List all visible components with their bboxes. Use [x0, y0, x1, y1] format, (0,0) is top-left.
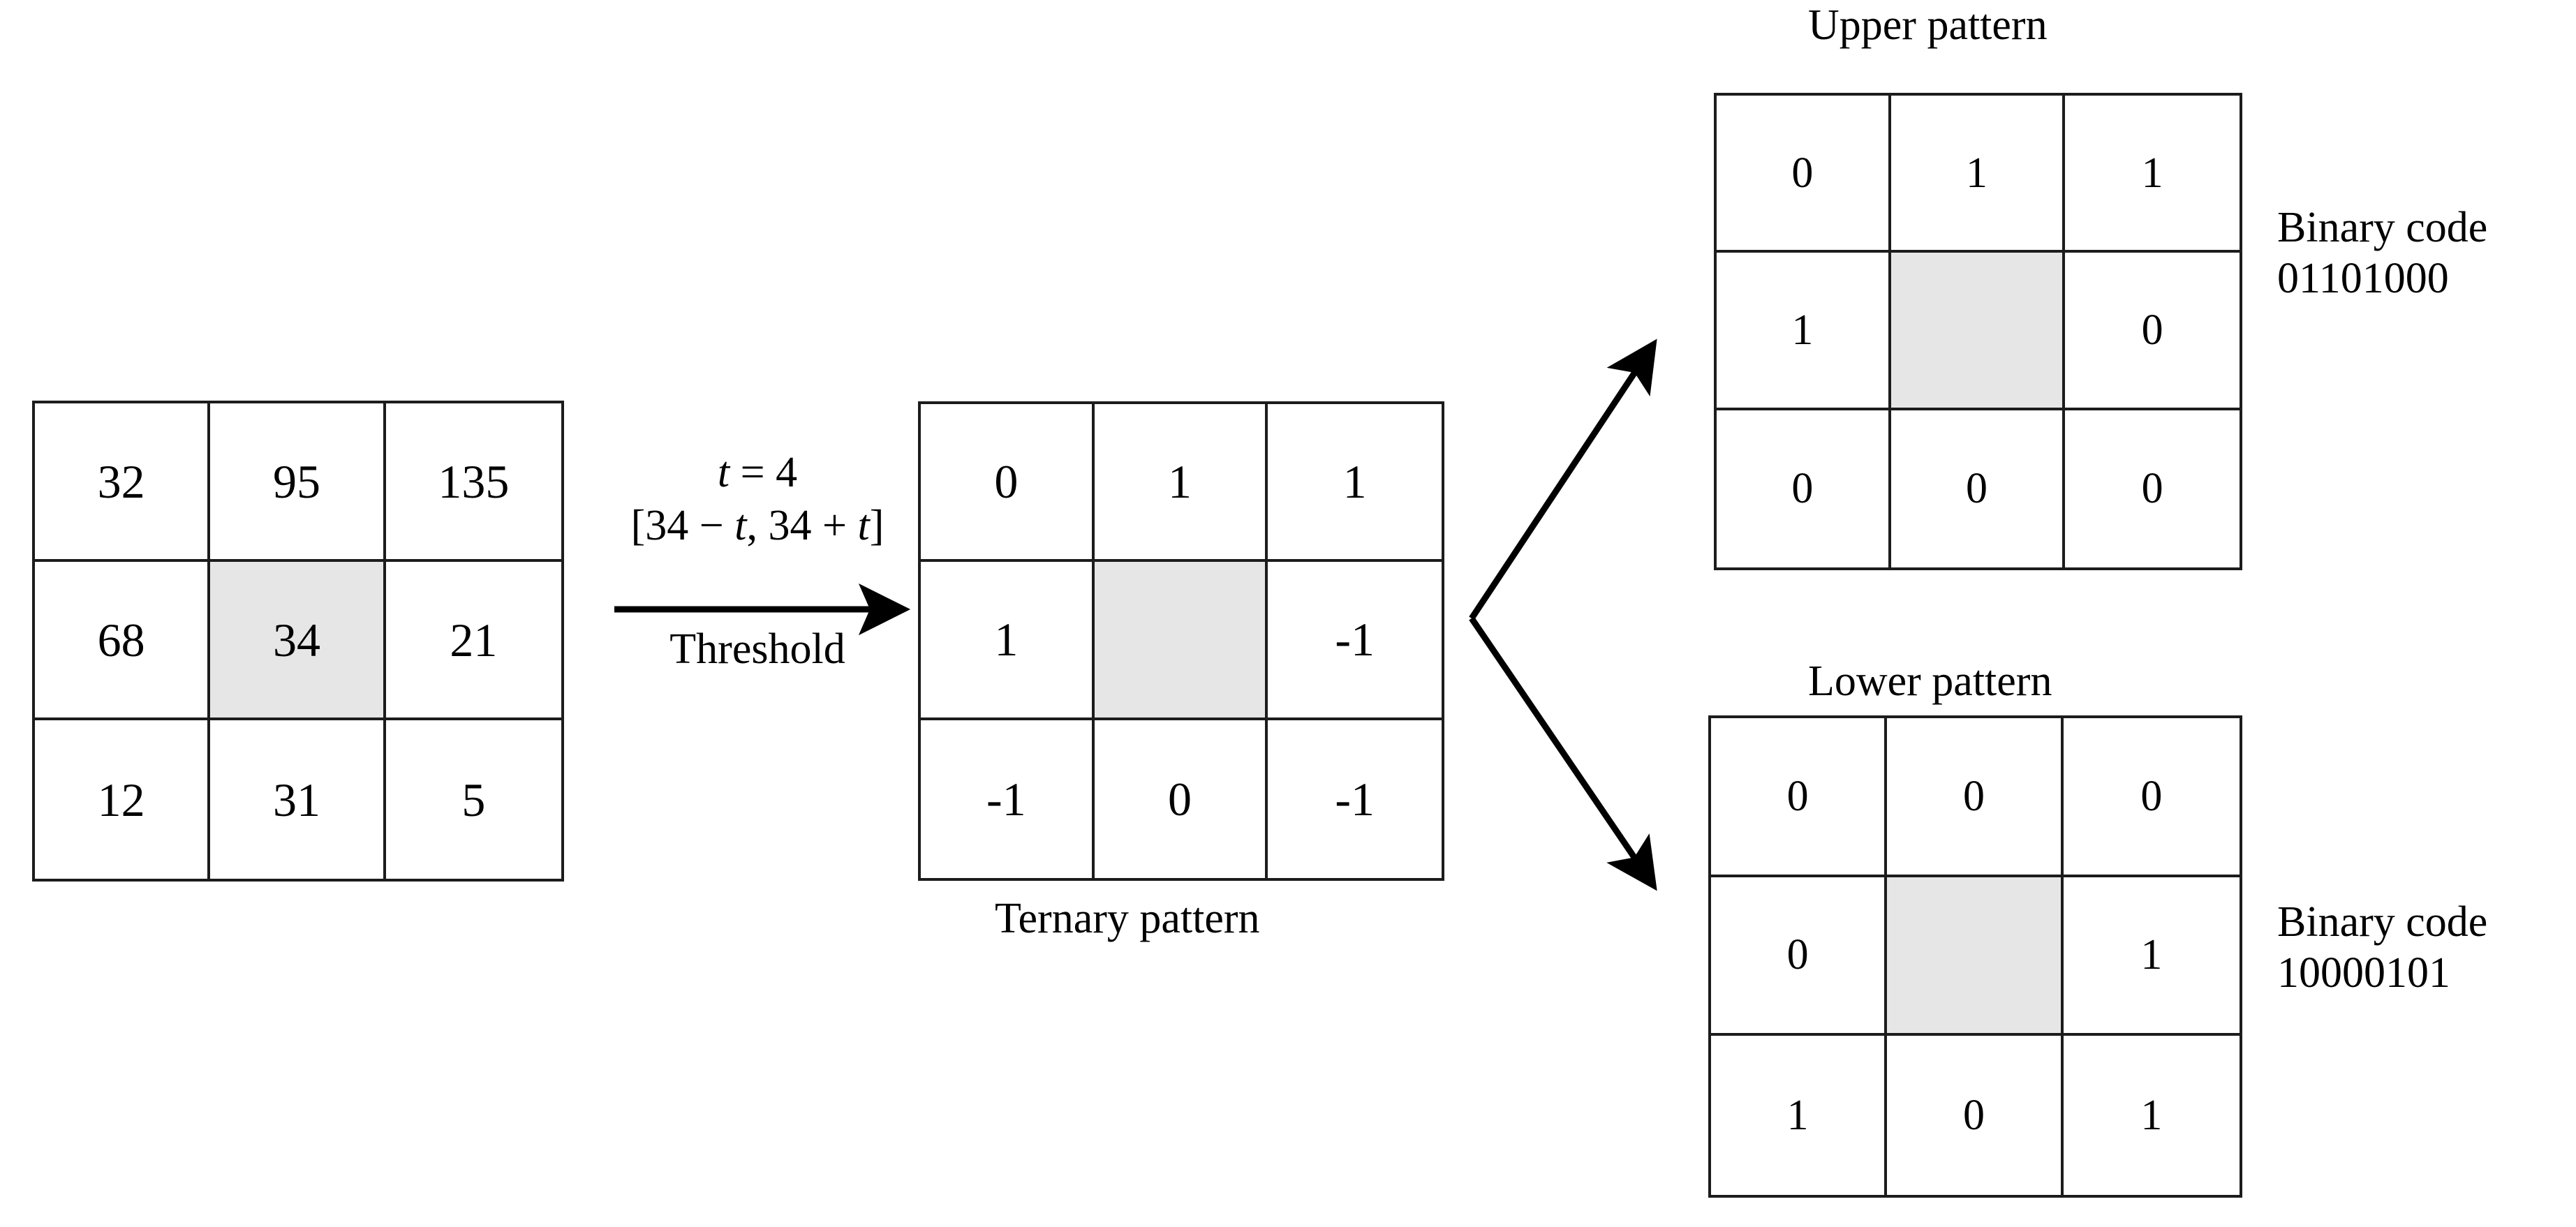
lower-pattern-grid: 0 0 0 0 1 1 0 1 — [1708, 715, 2242, 1198]
interval-t-symbol-2: t — [857, 501, 870, 549]
ternary-cell: 1 — [1268, 404, 1442, 563]
threshold-interval: [34 − t, 34 + t] — [607, 500, 908, 553]
threshold-t-value: = 4 — [730, 449, 798, 496]
lower-cell: 0 — [1711, 718, 1888, 877]
upper-pattern-caption: Upper pattern — [1808, 1, 2048, 49]
ternary-cell-center — [1094, 562, 1268, 720]
pixel-cell: 31 — [210, 720, 386, 879]
upper-cell: 0 — [2065, 410, 2240, 567]
lower-binary-code: Binary code 10000101 — [2277, 897, 2487, 999]
lower-pattern-caption: Lower pattern — [1808, 657, 2052, 705]
pixel-cell: 95 — [210, 403, 386, 562]
threshold-t-symbol: t — [717, 449, 730, 496]
interval-t-symbol-1: t — [734, 501, 747, 549]
pixel-cell: 12 — [35, 720, 211, 879]
pixel-cell: 5 — [385, 720, 561, 879]
upper-pattern-grid: 0 1 1 1 0 0 0 0 — [1714, 93, 2242, 570]
pixel-cell: 68 — [35, 562, 211, 720]
upper-cell: 0 — [1717, 96, 1891, 253]
branch-arrow-lower — [1469, 616, 1657, 891]
lower-binary-label: Binary code — [2277, 898, 2488, 946]
upper-cell-center — [1890, 253, 2066, 410]
lower-cell: 1 — [1711, 1036, 1888, 1195]
upper-cell: 1 — [2065, 96, 2240, 253]
interval-suffix: ] — [869, 501, 884, 549]
ternary-cell: -1 — [1268, 720, 1442, 878]
ternary-pattern-caption: Ternary pattern — [995, 895, 1260, 942]
upper-binary-label: Binary code — [2277, 204, 2488, 251]
ternary-cell: -1 — [921, 720, 1095, 878]
upper-cell: 0 — [2065, 253, 2240, 410]
ternary-cell: 0 — [1094, 720, 1268, 878]
pixel-cell: 32 — [35, 403, 211, 562]
upper-cell: 1 — [1890, 96, 2066, 253]
threshold-t-equation: t = 4 — [607, 447, 908, 500]
interval-prefix: [34 − — [630, 501, 735, 549]
upper-binary-value: 01101000 — [2277, 255, 2449, 303]
ternary-cell: -1 — [1268, 562, 1442, 720]
lower-cell: 0 — [1887, 1036, 2064, 1195]
lower-cell: 0 — [1887, 718, 2064, 877]
interval-middle: , 34 + — [746, 501, 858, 549]
upper-cell: 1 — [1717, 253, 1891, 410]
lower-cell-center — [1887, 877, 2064, 1036]
upper-cell: 0 — [1890, 410, 2066, 567]
ternary-cell: 0 — [921, 404, 1095, 563]
lower-cell: 1 — [2063, 877, 2240, 1036]
upper-cell: 0 — [1717, 410, 1891, 567]
lower-cell: 0 — [2063, 718, 2240, 877]
ternary-pattern-grid: 0 1 1 1 -1 -1 0 -1 — [918, 401, 1444, 881]
lower-cell: 1 — [2063, 1036, 2240, 1195]
ternary-cell: 1 — [921, 562, 1095, 720]
lower-cell: 0 — [1711, 877, 1888, 1036]
branch-arrow-upper — [1469, 339, 1657, 620]
threshold-annotation: t = 4 [34 − t, 34 + t] — [607, 447, 908, 552]
pixel-cell: 21 — [385, 562, 561, 720]
upper-binary-code: Binary code 01101000 — [2277, 202, 2487, 304]
pixel-cell-center: 34 — [210, 562, 386, 720]
ternary-cell: 1 — [1094, 404, 1268, 563]
threshold-arrow-label: Threshold — [669, 625, 845, 673]
pixel-intensity-grid: 32 95 135 68 34 21 12 31 5 — [32, 401, 564, 882]
lower-binary-value: 10000101 — [2277, 949, 2450, 997]
pixel-cell: 135 — [385, 403, 561, 562]
